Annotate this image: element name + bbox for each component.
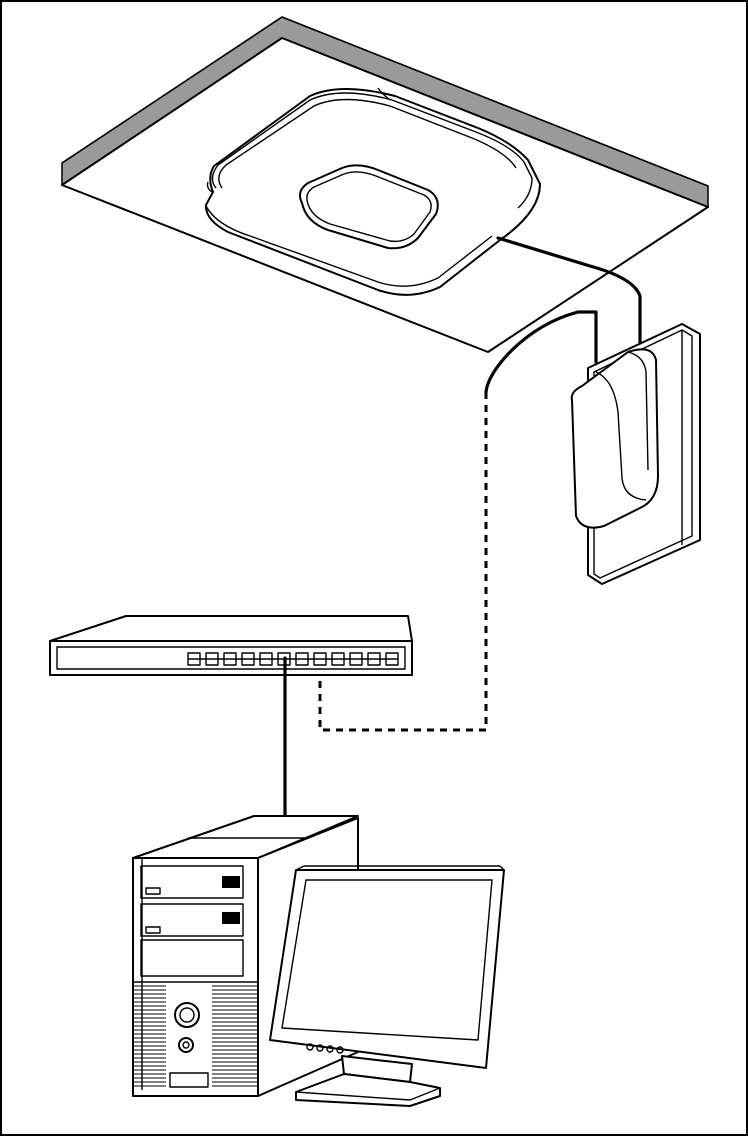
monitor-button	[306, 1043, 314, 1051]
power-button-icon	[174, 1002, 200, 1028]
poe-to-switch-dashed-cable	[318, 392, 488, 732]
ceiling-access-point-icon	[204, 87, 541, 296]
tower-vents-left	[134, 985, 166, 1087]
monitor-button	[326, 1045, 334, 1053]
ap-to-poe-cable	[496, 236, 642, 344]
tower-vents-right	[212, 985, 257, 1087]
monitor-button	[316, 1044, 324, 1052]
poe-lan-cable-upper	[484, 310, 598, 394]
switch-ports	[187, 652, 399, 666]
poe-injector-icon	[570, 348, 659, 529]
network-switch-icon	[49, 615, 413, 676]
monitor-button	[336, 1046, 344, 1054]
monitor-icon	[269, 865, 505, 1107]
